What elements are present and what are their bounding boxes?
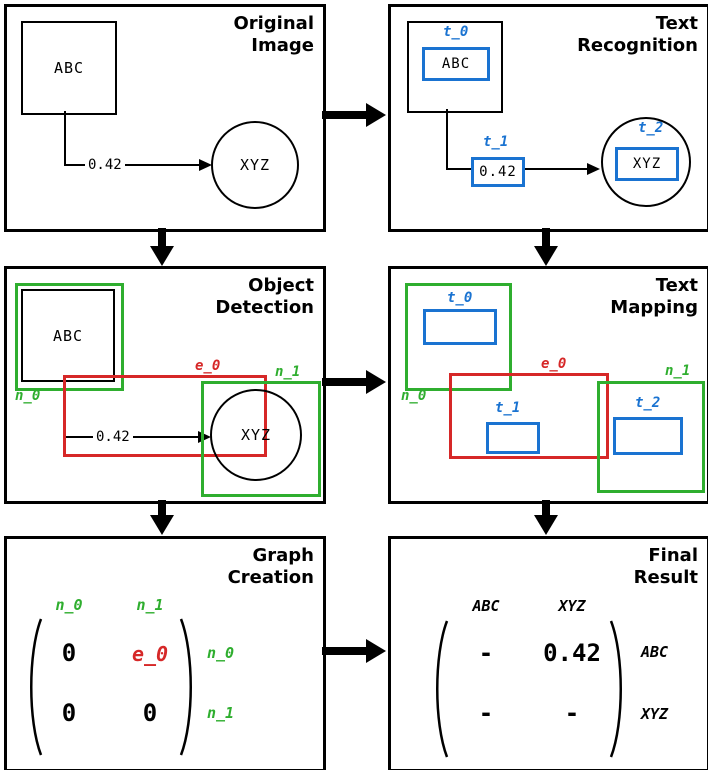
panel-text-mapping: Text Mapping t_0 n_0 e_0 t_1 n_1 t_2 bbox=[388, 266, 708, 504]
flow-arrow-original-to-detection bbox=[150, 228, 174, 266]
tag-t1: t_1 bbox=[495, 400, 521, 416]
flow-arrow-detection-to-mapping bbox=[322, 370, 386, 394]
recognized-text-t0: ABC bbox=[441, 56, 471, 72]
panel-title-original-image: Original Image bbox=[233, 13, 314, 56]
text-bbox-t1 bbox=[486, 422, 540, 454]
text-bbox-t0: ABC bbox=[422, 47, 490, 81]
object-bbox-n1 bbox=[201, 381, 321, 497]
matrix-close-paren bbox=[179, 618, 192, 756]
tag-t0: t_0 bbox=[447, 290, 473, 306]
matrix-cell-0-0: 0 bbox=[61, 639, 77, 667]
matrix-col-header-abc: ABC bbox=[472, 597, 500, 615]
tag-t2: t_2 bbox=[635, 395, 661, 411]
edge-weight-label: 0.42 bbox=[93, 428, 133, 446]
matrix-open-paren bbox=[30, 618, 43, 756]
panel-original-image: Original Image ABC XYZ 0.42 bbox=[4, 4, 326, 232]
node-circle-xyz-label: XYZ bbox=[239, 156, 271, 174]
tag-n0: n_0 bbox=[15, 388, 41, 404]
node-box-abc: ABC bbox=[21, 289, 115, 382]
node-box-abc-label: ABC bbox=[52, 326, 84, 345]
matrix-col-header-n1: n_1 bbox=[136, 596, 164, 614]
text-bbox-t1: 0.42 bbox=[471, 157, 525, 187]
panel-graph-creation: Graph Creation n_0 n_1 0 e_0 0 0 n_0 n_1 bbox=[4, 536, 326, 770]
node-circle-xyz: XYZ bbox=[211, 121, 299, 209]
matrix-cell-0-1: 0.42 bbox=[543, 639, 601, 667]
panel-title-text-recognition: Text Recognition bbox=[577, 13, 698, 56]
flow-arrow-graph-to-result bbox=[322, 639, 386, 663]
tag-n1: n_1 bbox=[665, 363, 691, 379]
tag-t2: t_2 bbox=[638, 120, 664, 136]
tag-e0: e_0 bbox=[195, 358, 221, 374]
text-bbox-t0 bbox=[423, 309, 497, 345]
panel-title-graph-creation: Graph Creation bbox=[227, 545, 314, 588]
matrix-row-label-abc: ABC bbox=[641, 643, 669, 661]
matrix-row-label-n0: n_0 bbox=[207, 644, 235, 662]
recognized-text-t2: XYZ bbox=[632, 156, 662, 172]
node-circle-xyz: XYZ bbox=[210, 389, 302, 481]
matrix-col-header-xyz: XYZ bbox=[558, 597, 586, 615]
matrix-close-paren bbox=[609, 620, 622, 758]
panel-title-final-result: Final Result bbox=[633, 545, 698, 588]
flow-arrow-mapping-to-result bbox=[534, 500, 558, 535]
node-circle bbox=[601, 117, 691, 207]
object-bbox-n0 bbox=[15, 283, 124, 391]
matrix-row-label-n1: n_1 bbox=[207, 704, 235, 722]
flow-arrow-recognition-to-mapping bbox=[534, 228, 558, 266]
panel-text-recognition: Text Recognition ABC t_0 XYZ t_2 0.42 t_… bbox=[388, 4, 708, 232]
node-box-abc: ABC bbox=[21, 21, 117, 115]
text-bbox-t2 bbox=[613, 417, 683, 455]
tag-n1: n_1 bbox=[275, 364, 301, 380]
panel-title-text-mapping: Text Mapping bbox=[610, 275, 698, 318]
text-bbox-t2: XYZ bbox=[615, 147, 679, 181]
edge-arrow bbox=[64, 111, 212, 171]
matrix-cell-0-1: e_0 bbox=[131, 642, 169, 666]
tag-e0: e_0 bbox=[541, 356, 567, 372]
panel-final-result: Final Result ABC XYZ - 0.42 - - ABC XYZ bbox=[388, 536, 708, 770]
matrix-cell-1-1: 0 bbox=[142, 699, 158, 727]
matrix-cell-0-0: - bbox=[478, 639, 494, 667]
edge-arrow bbox=[446, 109, 600, 175]
matrix-cell-1-0: - bbox=[478, 699, 494, 727]
node-box-abc-label: ABC bbox=[53, 59, 85, 77]
object-bbox-n0 bbox=[405, 283, 512, 391]
matrix-col-header-n0: n_0 bbox=[55, 596, 83, 614]
panel-object-detection: Object Detection ABC n_0 e_0 n_1 XYZ 0.4… bbox=[4, 266, 326, 504]
flow-arrow-detection-to-graph bbox=[150, 500, 174, 535]
matrix-row-label-xyz: XYZ bbox=[641, 705, 669, 723]
recognized-text-t1: 0.42 bbox=[479, 164, 517, 180]
tag-t0: t_0 bbox=[443, 24, 469, 40]
matrix-open-paren bbox=[436, 620, 449, 758]
matrix-cell-1-1: - bbox=[564, 699, 580, 727]
node-circle-xyz-label: XYZ bbox=[240, 426, 272, 444]
tag-t1: t_1 bbox=[483, 134, 509, 150]
object-bbox-n1 bbox=[597, 381, 705, 493]
panel-title-object-detection: Object Detection bbox=[215, 275, 314, 318]
node-box bbox=[407, 21, 503, 113]
edge-weight-label: 0.42 bbox=[85, 156, 125, 174]
flow-arrow-original-to-recognition bbox=[322, 103, 386, 127]
edge-bbox-e0 bbox=[449, 373, 609, 459]
tag-n0: n_0 bbox=[401, 388, 427, 404]
matrix-cell-1-0: 0 bbox=[61, 699, 77, 727]
